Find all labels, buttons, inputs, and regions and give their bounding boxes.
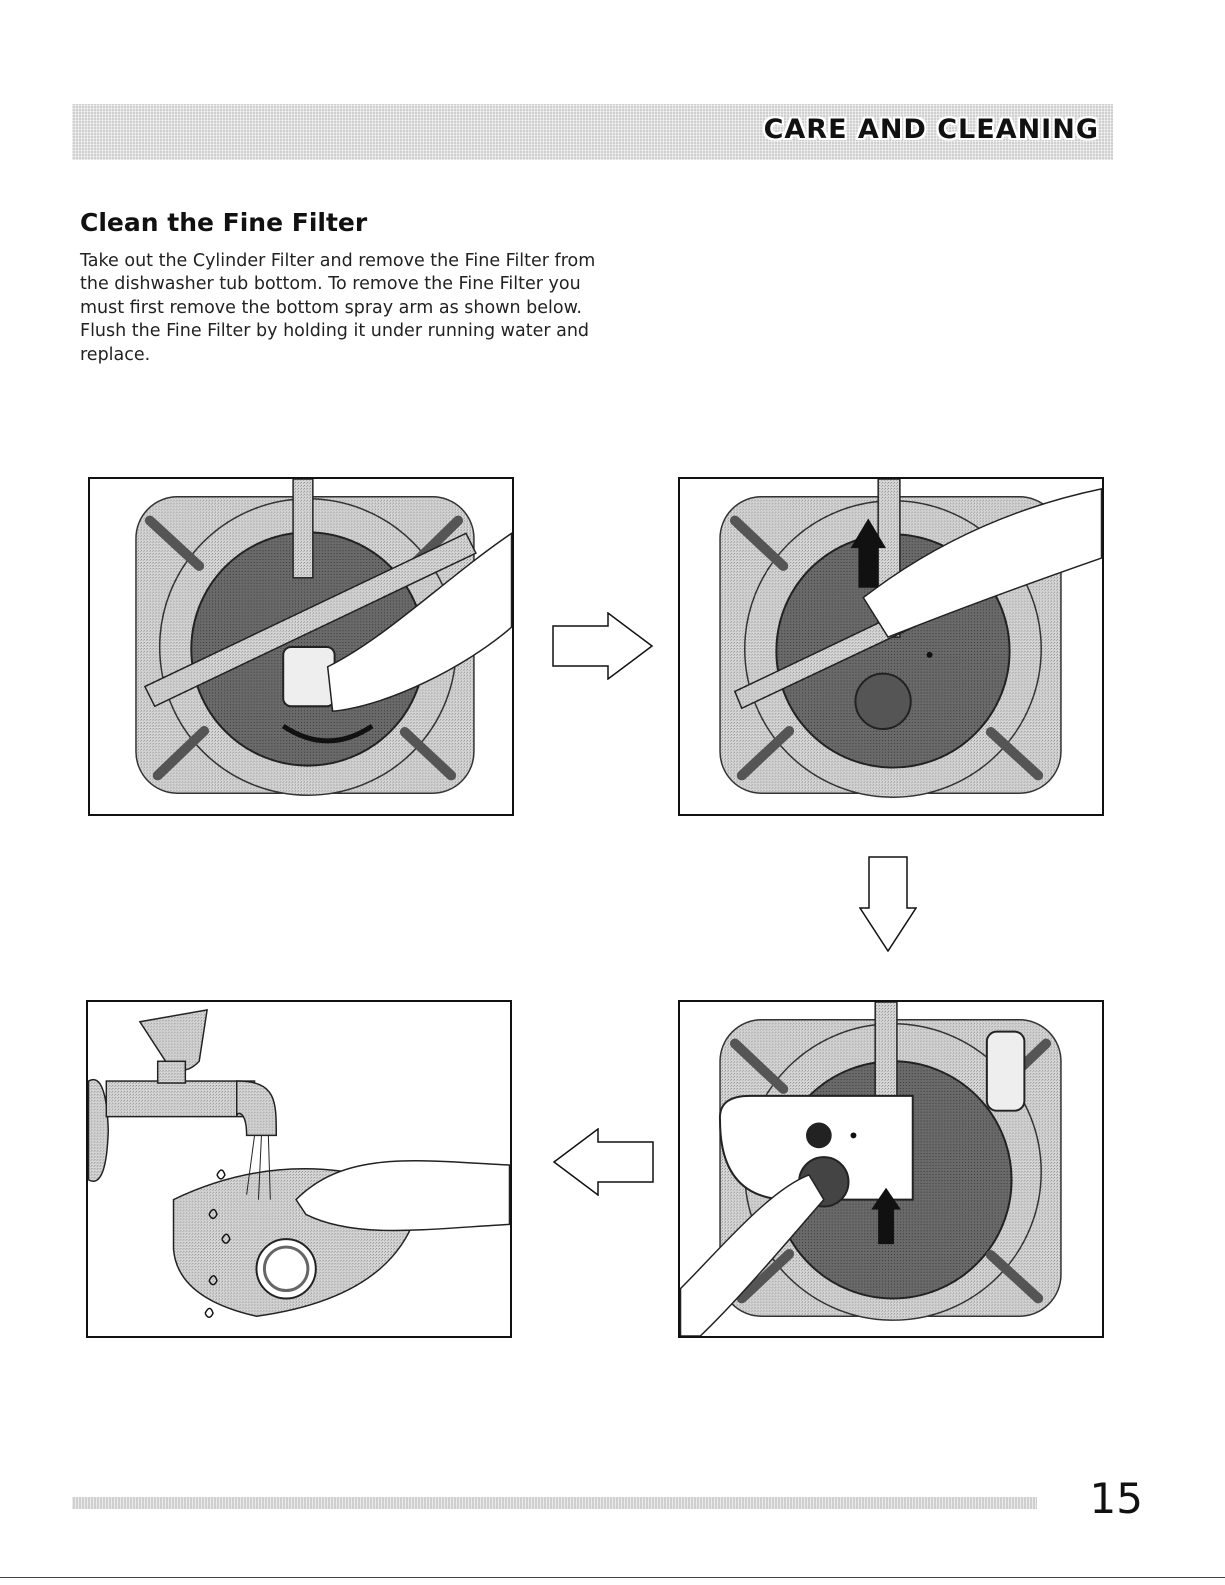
page-title: Clean the Fine Filter xyxy=(80,208,367,237)
illustration-remove-cylinder-filter xyxy=(88,477,514,816)
footer-bar xyxy=(72,1497,1037,1509)
illustration-remove-fine-filter xyxy=(678,1000,1104,1338)
illustration-flush-fine-filter xyxy=(86,1000,512,1338)
page-number: 15 xyxy=(1090,1474,1143,1523)
page-bottom-rule xyxy=(0,1577,1225,1578)
arrow-down-icon xyxy=(859,856,917,952)
dishwasher-tub-illustration xyxy=(90,479,512,814)
arrow-right-icon xyxy=(552,612,654,680)
section-header-banner: CARE AND CLEANING xyxy=(72,104,1113,160)
faucet-icon xyxy=(89,1010,277,1181)
illustration-remove-spray-arm xyxy=(678,477,1104,816)
instructions-paragraph: Take out the Cylinder Filter and remove … xyxy=(80,250,610,367)
section-header-title: CARE AND CLEANING xyxy=(764,114,1099,145)
dishwasher-tub-illustration xyxy=(680,479,1102,814)
arrow-left-icon xyxy=(552,1128,654,1196)
dishwasher-tub-illustration xyxy=(680,1002,1102,1336)
faucet-rinse-illustration xyxy=(88,1002,510,1336)
